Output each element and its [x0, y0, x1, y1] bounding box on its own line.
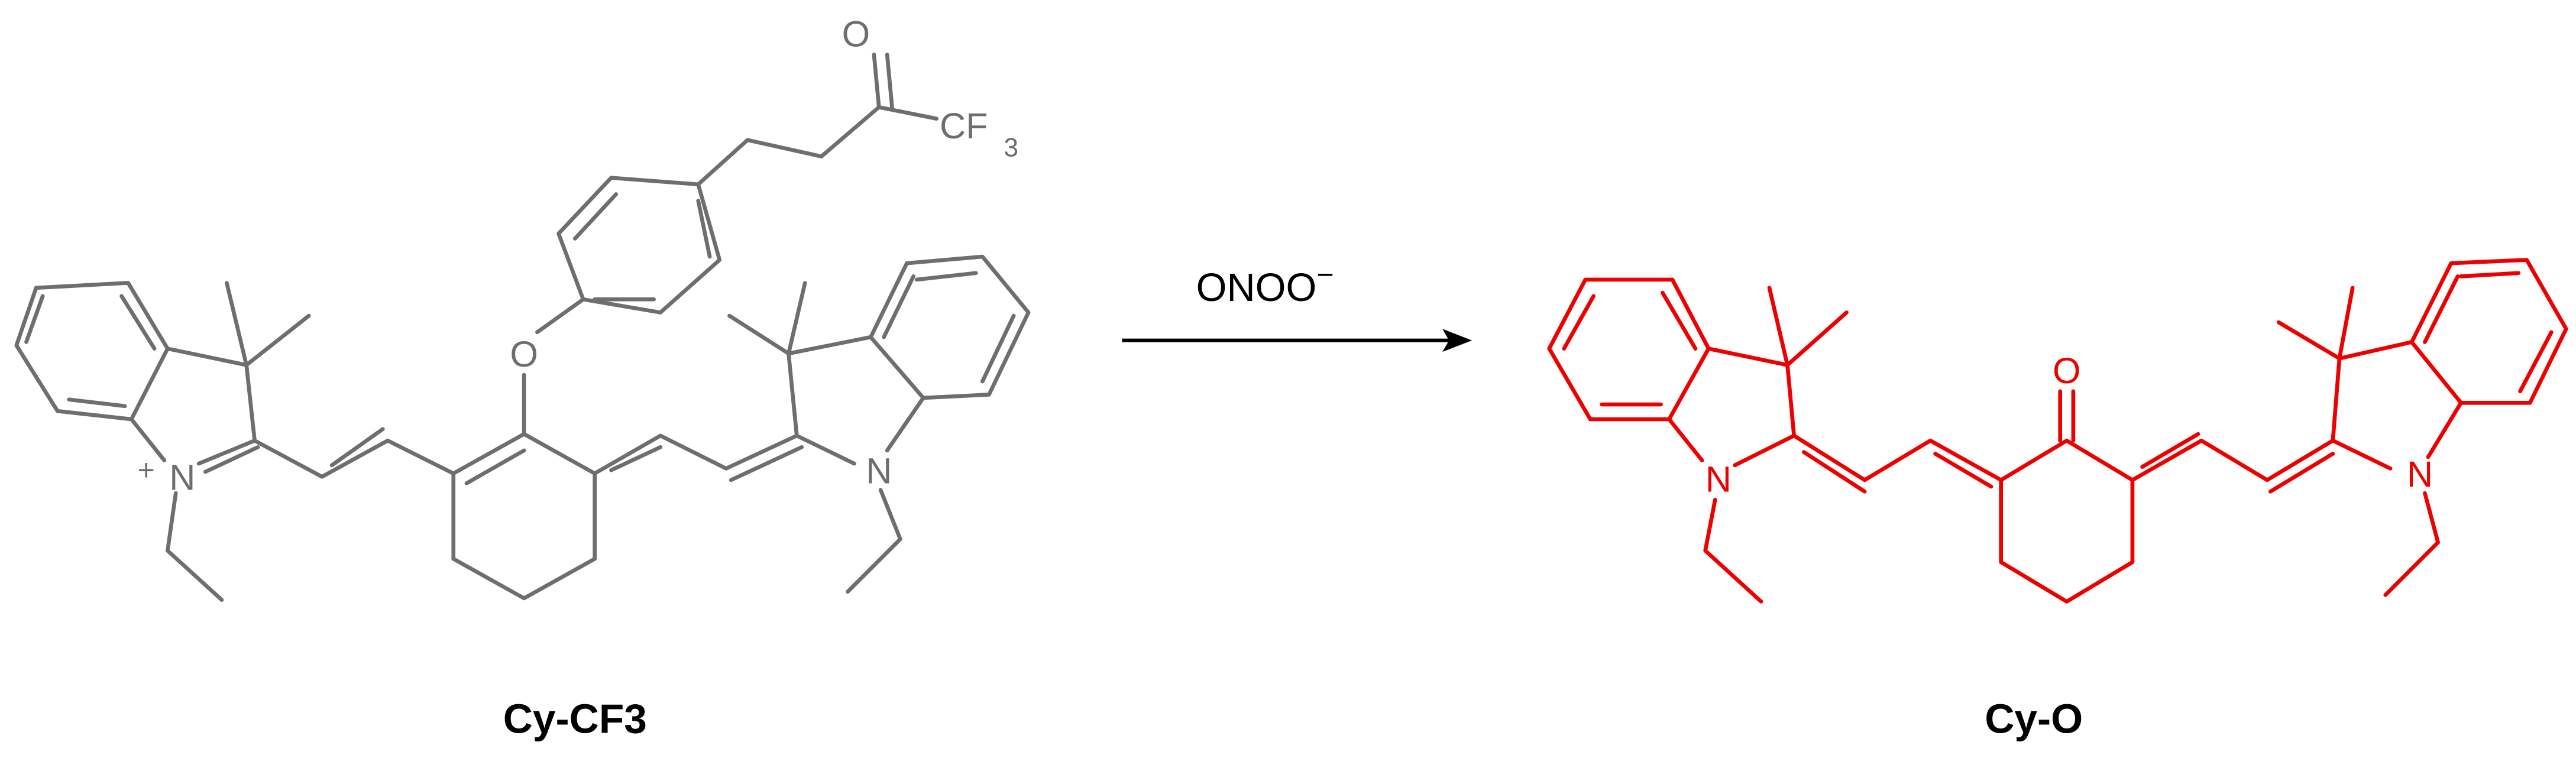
reactant-n-indolium: N [169, 458, 195, 498]
reactant-atom-labels: N + O O CF 3 N [138, 14, 1018, 497]
reagent-formula: ONOO [1196, 266, 1317, 310]
product-n-left: N [1706, 459, 1732, 499]
reaction-arrow-group: ONOO− [1122, 258, 1473, 352]
product-name: Cy-O [1985, 696, 2083, 742]
reactant-charge-plus: + [138, 453, 155, 487]
reaction-arrow-head [1442, 329, 1473, 352]
product-structure-cy-o [1547, 258, 2568, 604]
reactant-o-ketone: O [842, 14, 870, 54]
reactant-n-indoline: N [866, 451, 892, 491]
reactant-name: Cy-CF3 [503, 696, 647, 742]
reactant-structure-cy-cf3 [14, 52, 1031, 602]
reagent-charge: − [1316, 258, 1334, 291]
product-atom-labels: N O N [1706, 351, 2433, 499]
reactant-o-ether: O [510, 334, 538, 374]
reactant-cf3-carbon: CF [940, 106, 988, 146]
product-n-right: N [2407, 454, 2433, 494]
product-o-ketone: O [2053, 351, 2081, 391]
reagent-label: ONOO− [1196, 258, 1334, 310]
reactant-cf3-subscript: 3 [1004, 134, 1018, 163]
